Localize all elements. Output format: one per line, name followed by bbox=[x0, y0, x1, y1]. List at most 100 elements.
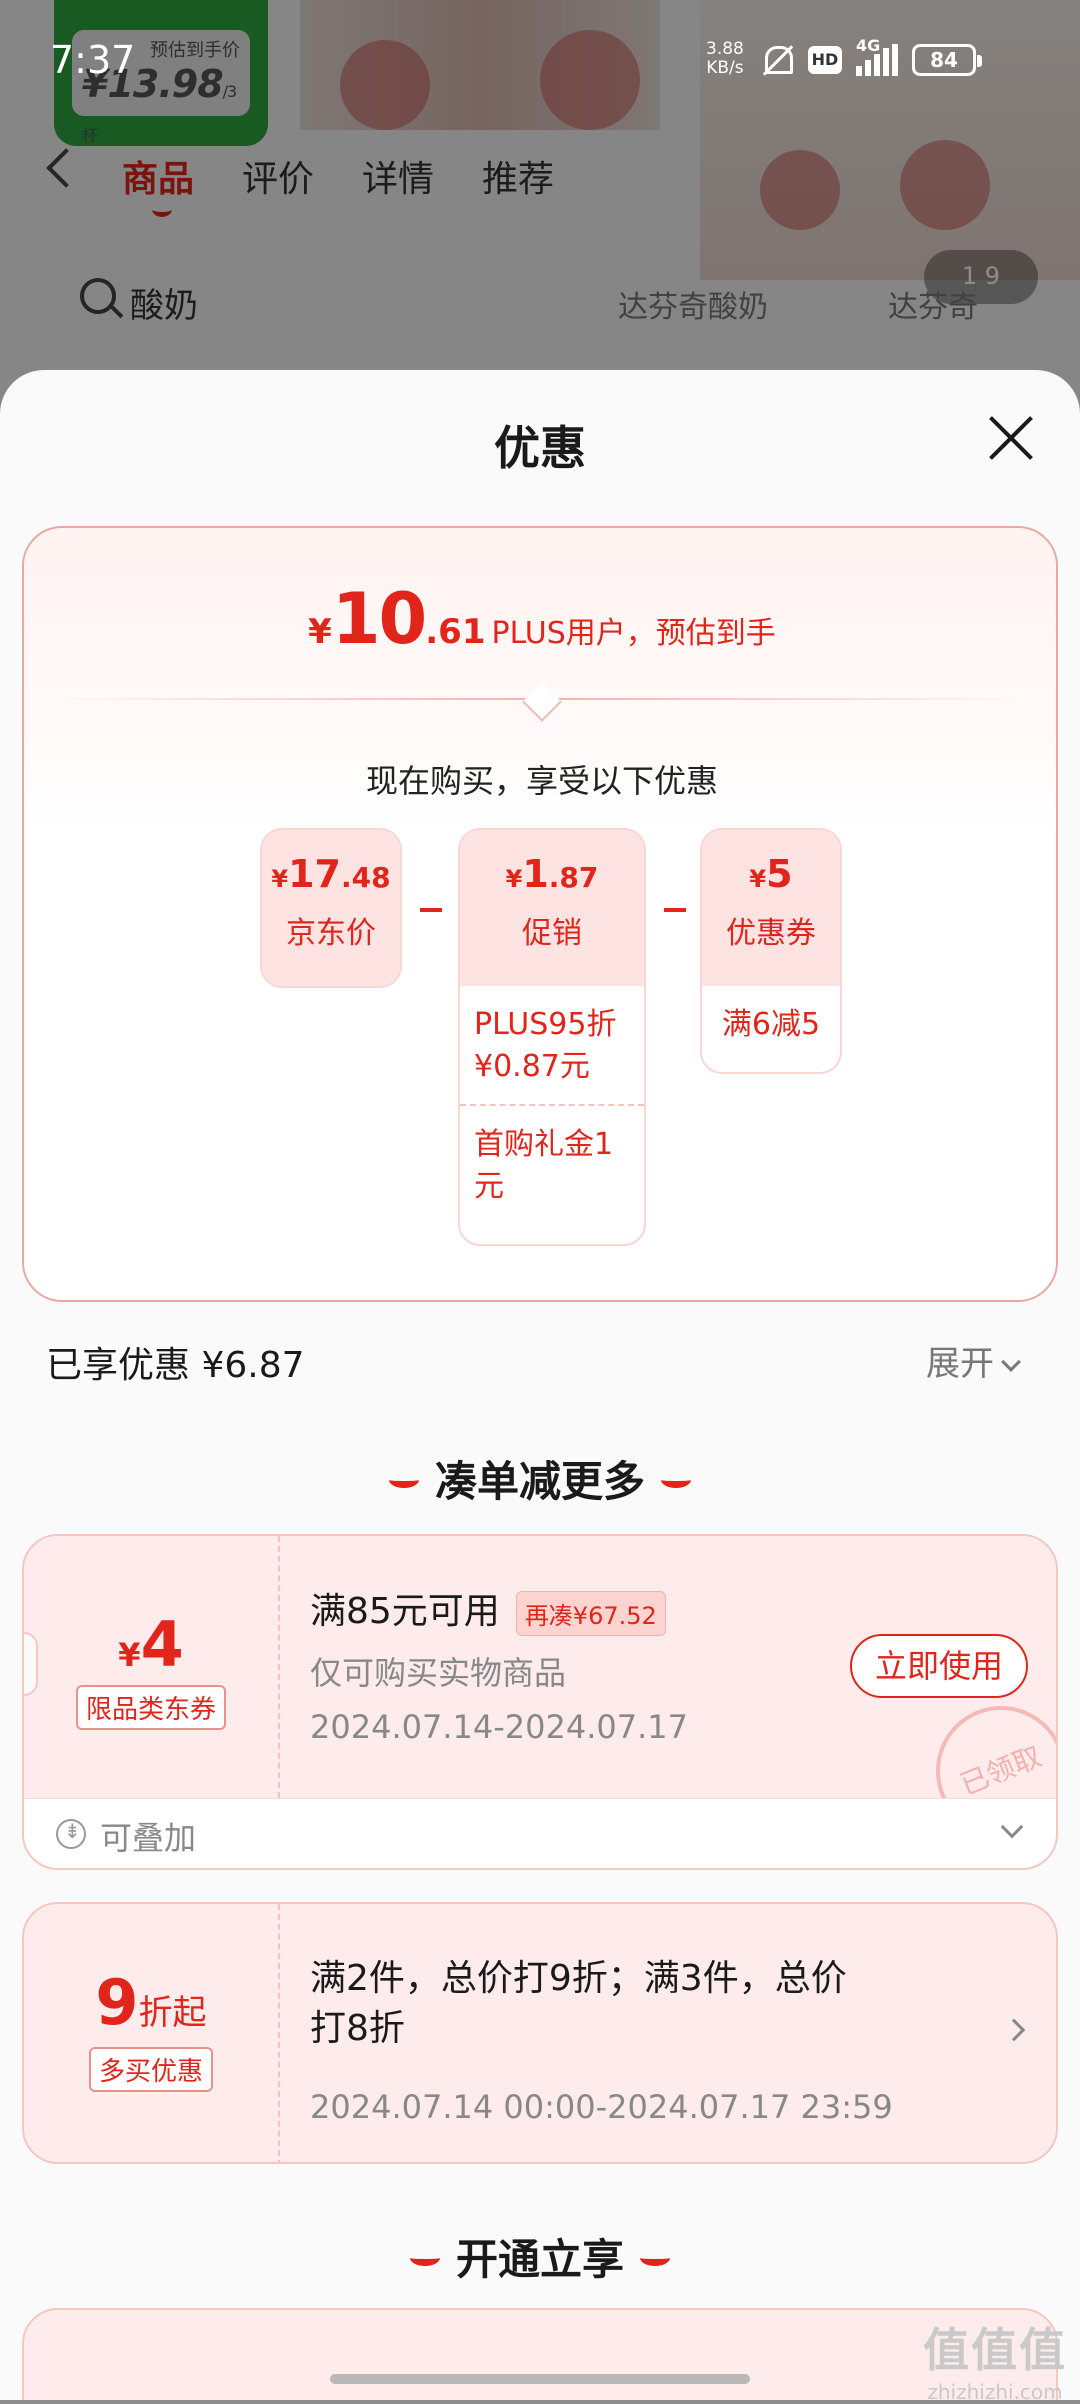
status-bar: 7:37 3.88 KB/s HD 4G 84 bbox=[0, 0, 1080, 120]
smile-icon bbox=[640, 2250, 670, 2266]
estimated-price-label: PLUS用户，预估到手 bbox=[491, 616, 776, 651]
currency-symbol: ¥ bbox=[118, 1636, 141, 1674]
coupon-amount: ¥4 限品类东券 bbox=[24, 1608, 278, 1730]
network-type: 4G bbox=[856, 36, 881, 55]
home-indicator[interactable] bbox=[330, 2374, 750, 2384]
section-title-open: 开通立享 bbox=[0, 2226, 1080, 2287]
currency-symbol: ¥ bbox=[749, 865, 767, 893]
signal-icon: 4G bbox=[856, 36, 898, 76]
coupon-title-text: 满85元可用 bbox=[310, 1591, 500, 1632]
promo-item: 首购礼金1元 bbox=[474, 1127, 614, 1204]
discount-unit: 折起 bbox=[138, 1993, 207, 2033]
minus-sign bbox=[664, 908, 686, 912]
coupon-amount-value: 4 bbox=[140, 1608, 184, 1681]
smile-icon bbox=[409, 2250, 440, 2266]
jd-price-decimal: .48 bbox=[340, 861, 391, 894]
search-suggestion[interactable]: 达芬奇酸奶 bbox=[618, 290, 768, 325]
search-query[interactable]: 酸奶 bbox=[130, 286, 198, 326]
minus-sign bbox=[420, 908, 442, 912]
multi-buy-title: 满2件，总价打9折；满3件，总价 打8折 bbox=[310, 1954, 847, 2054]
section-title-text: 开通立享 bbox=[455, 2235, 624, 2284]
coupon-divider bbox=[278, 1904, 280, 2162]
jd-price-box: ¥17.48 京东价 bbox=[260, 828, 402, 988]
tab-product[interactable]: 商品 bbox=[122, 150, 194, 217]
network-speed: 3.88 KB/s bbox=[706, 40, 744, 78]
coupon-tag: 限品类东券 bbox=[75, 1685, 226, 1730]
section-title-text: 凑单减更多 bbox=[434, 1457, 645, 1506]
promo-decimal: .87 bbox=[548, 861, 599, 894]
coupon-divider bbox=[278, 1536, 280, 1798]
enjoyed-discount: 已享优惠 ¥6.87 bbox=[46, 1345, 305, 1386]
section-title-more: 凑单减更多 bbox=[0, 1448, 1080, 1509]
tab-recommend[interactable]: 推荐 bbox=[482, 159, 555, 200]
search-icon[interactable] bbox=[80, 278, 116, 314]
stackable-label: 可叠加 bbox=[100, 1819, 197, 1857]
coupon-card[interactable]: ¥4 限品类东券 满85元可用再凑¥67.52 仅可购买实物商品 2024.07… bbox=[22, 1534, 1058, 1870]
search-suggestion[interactable]: 达芬奇 bbox=[888, 290, 978, 325]
network-speed-value: 3.88 bbox=[706, 39, 744, 59]
site-watermark: 值值值 zhizhizhi.com bbox=[920, 2314, 1070, 2404]
currency-symbol: ¥ bbox=[505, 865, 523, 893]
sheet-title: 优惠 bbox=[494, 421, 586, 475]
chevron-down-icon bbox=[1001, 1352, 1021, 1372]
now-buy-text: 现在购买，享受以下优惠 bbox=[365, 762, 718, 800]
coupon-box: ¥5 优惠券 满6减5 bbox=[700, 828, 842, 1074]
network-speed-unit: KB/s bbox=[706, 58, 744, 78]
jd-price-integer: 17 bbox=[288, 852, 341, 896]
multi-buy-date: 2024.07.14 00:00-2024.07.17 23:59 bbox=[310, 2088, 893, 2126]
mute-bell-icon bbox=[760, 43, 794, 77]
estimated-price-decimal: .61 bbox=[425, 612, 486, 652]
hd-icon: HD bbox=[808, 46, 842, 74]
currency-symbol: ¥ bbox=[308, 612, 332, 652]
promo-integer: 1 bbox=[522, 852, 549, 896]
coupon-item: 满6减5 bbox=[721, 1007, 821, 1042]
expand-button[interactable]: 展开 bbox=[926, 1336, 1021, 1385]
close-icon[interactable] bbox=[986, 414, 1034, 462]
estimated-price-integer: 10 bbox=[331, 578, 427, 660]
promo-label: 促销 bbox=[522, 916, 582, 951]
coupon-integer: 5 bbox=[766, 852, 793, 896]
badge-unit: /3杯 bbox=[82, 82, 237, 145]
watermark-url: zhizhizhi.com bbox=[927, 2380, 1063, 2404]
badge-price: ¥13.98 bbox=[82, 62, 224, 106]
stack-icon bbox=[56, 1819, 86, 1849]
promotion-box: ¥1.87 促销 PLUS95折¥0.87元 首购礼金1元 bbox=[458, 828, 646, 1246]
badge-label: 预估到手价 bbox=[150, 40, 240, 61]
product-tabs: 商品 评价 详情 推荐 bbox=[0, 140, 1080, 220]
stackable-row[interactable]: 可叠加 bbox=[24, 1798, 1056, 1868]
tab-reviews[interactable]: 评价 bbox=[242, 159, 315, 200]
coupon-gap-badge: 再凑¥67.52 bbox=[515, 1590, 666, 1636]
membership-card[interactable] bbox=[22, 2308, 1058, 2400]
coupon-title: 满85元可用再凑¥67.52 bbox=[310, 1582, 666, 1636]
product-image bbox=[300, 0, 660, 130]
multi-buy-card[interactable]: 9折起 多买优惠 满2件，总价打9折；满3件，总价 打8折 2024.07.14… bbox=[22, 1902, 1058, 2164]
battery-icon: 84 bbox=[912, 44, 982, 76]
multi-buy-title-line: 满2件，总价打9折；满3件，总价 bbox=[310, 1958, 847, 1999]
jd-price-label: 京东价 bbox=[286, 916, 376, 951]
use-now-button[interactable]: 立即使用 bbox=[850, 1634, 1028, 1698]
coupon-date: 2024.07.14-2024.07.17 bbox=[310, 1708, 688, 1746]
search-row: 酸奶 达芬奇酸奶 达芬奇 bbox=[0, 270, 1080, 340]
promo-item: PLUS95折¥0.87元 bbox=[474, 1007, 617, 1084]
coupon-label: 优惠券 bbox=[726, 916, 816, 951]
chevron-right-icon[interactable] bbox=[1002, 2018, 1026, 2042]
expand-label: 展开 bbox=[926, 1344, 994, 1384]
estimated-price-badge: 预估到手价 ¥13.98/3杯 bbox=[54, 0, 268, 146]
coupon-restriction: 仅可购买实物商品 bbox=[310, 1654, 567, 1692]
image-pager: 1 9 bbox=[924, 250, 1038, 304]
multi-buy-amount: 9折起 多买优惠 bbox=[24, 1966, 278, 2092]
background-product-page: 预估到手价 ¥13.98/3杯 商品 评价 详情 推荐 1 9 酸奶 达芬奇酸奶… bbox=[0, 0, 1080, 420]
divider-notch bbox=[522, 682, 562, 722]
clock: 7:37 bbox=[50, 38, 136, 82]
smile-icon bbox=[388, 1472, 419, 1488]
watermark-text: 值值值 bbox=[923, 2323, 1067, 2377]
currency-symbol: ¥ bbox=[271, 865, 289, 893]
tab-details[interactable]: 详情 bbox=[362, 159, 435, 200]
multi-buy-tag: 多买优惠 bbox=[88, 2047, 213, 2092]
chevron-down-icon[interactable] bbox=[1000, 1815, 1024, 1839]
smile-icon bbox=[661, 1472, 691, 1488]
discount-value: 9 bbox=[95, 1966, 139, 2039]
